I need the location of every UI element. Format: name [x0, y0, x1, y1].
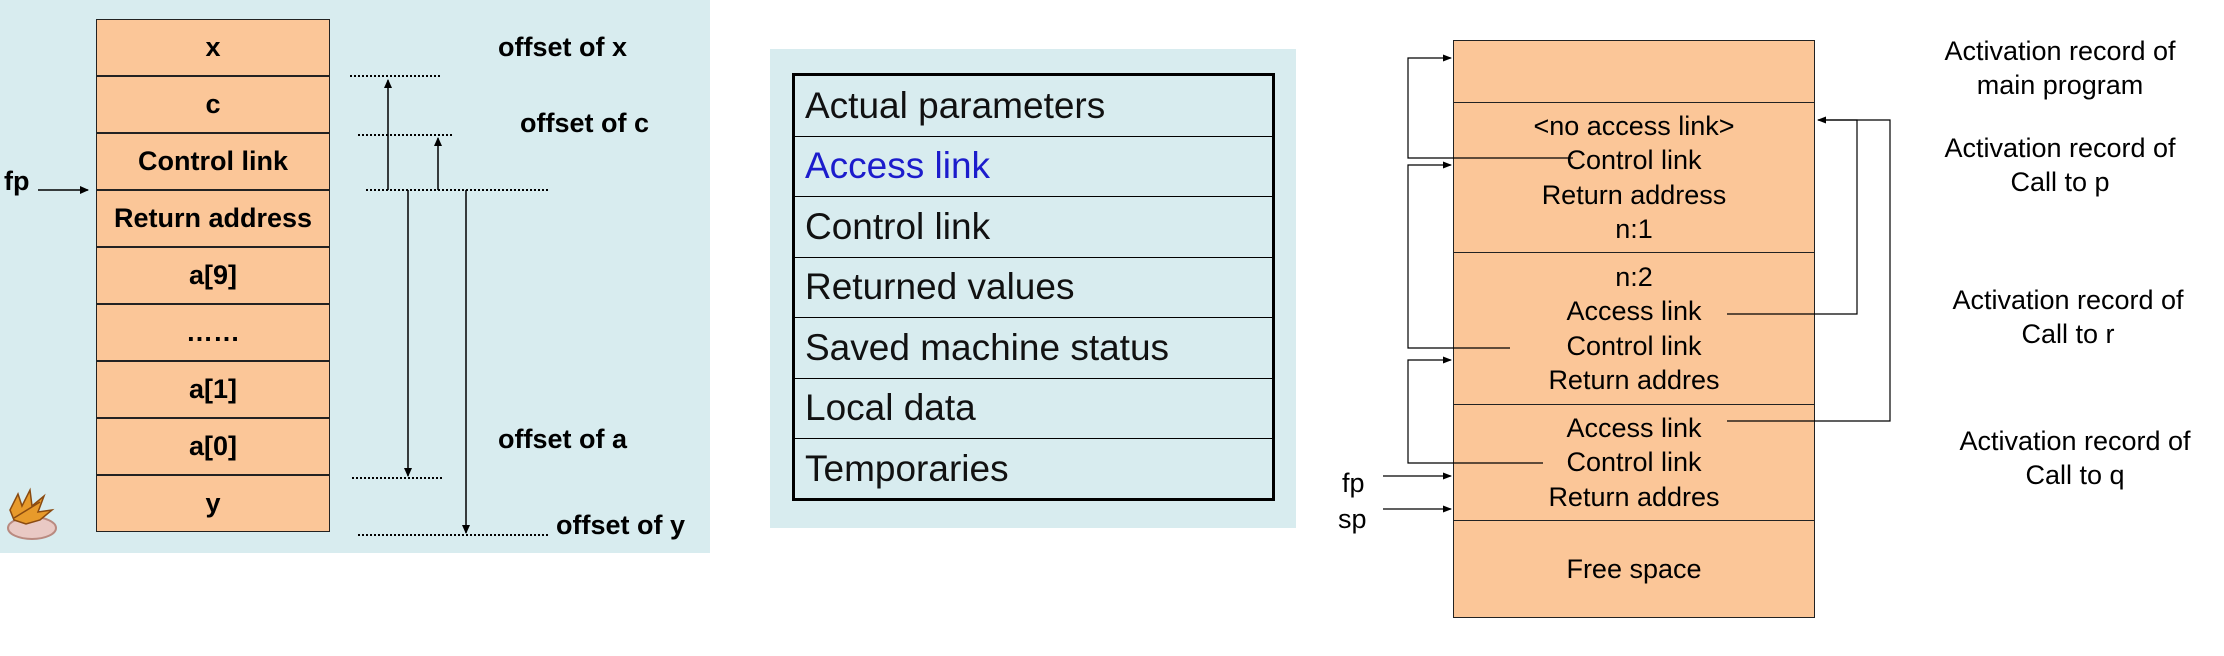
field-returned-values: Returned values	[795, 258, 1272, 318]
frame-cell-a1: a[1]	[96, 361, 330, 418]
record-r-line: Return addres	[1548, 365, 1720, 395]
record-call-q: Access link Control link Return addres	[1454, 405, 1814, 521]
autumn-leaf-logo-icon	[0, 480, 60, 544]
offset-x-label: offset of x	[498, 32, 628, 62]
offset-c-label: offset of c	[520, 108, 650, 138]
frame-cell-c: c	[96, 76, 330, 133]
offset-arrows	[38, 75, 548, 536]
field-local-data: Local data	[795, 379, 1272, 439]
frame-cell-a9: a[9]	[96, 247, 330, 304]
note-call-r: Activation record of Call to r	[1952, 285, 2184, 349]
activation-record-fields-table: Actual parameters Access link Control li…	[792, 73, 1275, 501]
field-temporaries: Temporaries	[805, 448, 1009, 490]
runtime-stack: <no access link> Control link Return add…	[1453, 40, 1815, 618]
record-main	[1454, 41, 1814, 103]
frame-cell-control-link: Control link	[96, 133, 330, 190]
field-control-link: Control link	[795, 197, 1272, 258]
record-call-p: <no access link> Control link Return add…	[1454, 103, 1814, 253]
field-actual-parameters: Actual parameters	[795, 76, 1272, 137]
record-q-line: Control link	[1566, 447, 1702, 478]
sp-pointer-label: sp	[1338, 504, 1367, 534]
record-r-line: Control link	[1566, 330, 1702, 361]
field-saved-machine-status: Saved machine status	[795, 318, 1272, 379]
record-p-line: Control link	[1566, 145, 1702, 175]
record-p-line: Return address	[1541, 179, 1727, 210]
record-free-space: Free space	[1454, 521, 1814, 617]
frame-cell-x: x	[96, 19, 330, 76]
free-space-label: Free space	[1566, 553, 1702, 584]
record-r-line: n:2	[1615, 261, 1653, 292]
record-r-line: Access link	[1566, 296, 1702, 326]
record-p-line: <no access link>	[1533, 110, 1735, 141]
record-p-line: n:1	[1615, 214, 1653, 244]
fp-label: fp	[4, 166, 30, 196]
record-q-line: Access link	[1566, 412, 1702, 443]
record-q-line: Return addres	[1548, 481, 1720, 512]
field-access-link: Access link	[795, 137, 1272, 197]
frame-cell-ellipsis: ……	[96, 304, 330, 361]
note-call-p: Activation record of Call to p	[1944, 133, 2176, 197]
record-call-r: n:2 Access link Control link Return addr…	[1454, 253, 1814, 405]
fp-pointer-label: fp	[1342, 468, 1365, 498]
note-main: Activation record of main program	[1944, 36, 2176, 100]
frame-cell-y: y	[96, 475, 330, 532]
offset-a-label: offset of a	[498, 424, 628, 454]
frame-cell-return-address: Return address	[96, 190, 330, 247]
note-call-q: Activation record of Call to q	[1959, 426, 2191, 490]
offset-y-label: offset of y	[556, 510, 686, 540]
frame-cell-a0: a[0]	[96, 418, 330, 475]
